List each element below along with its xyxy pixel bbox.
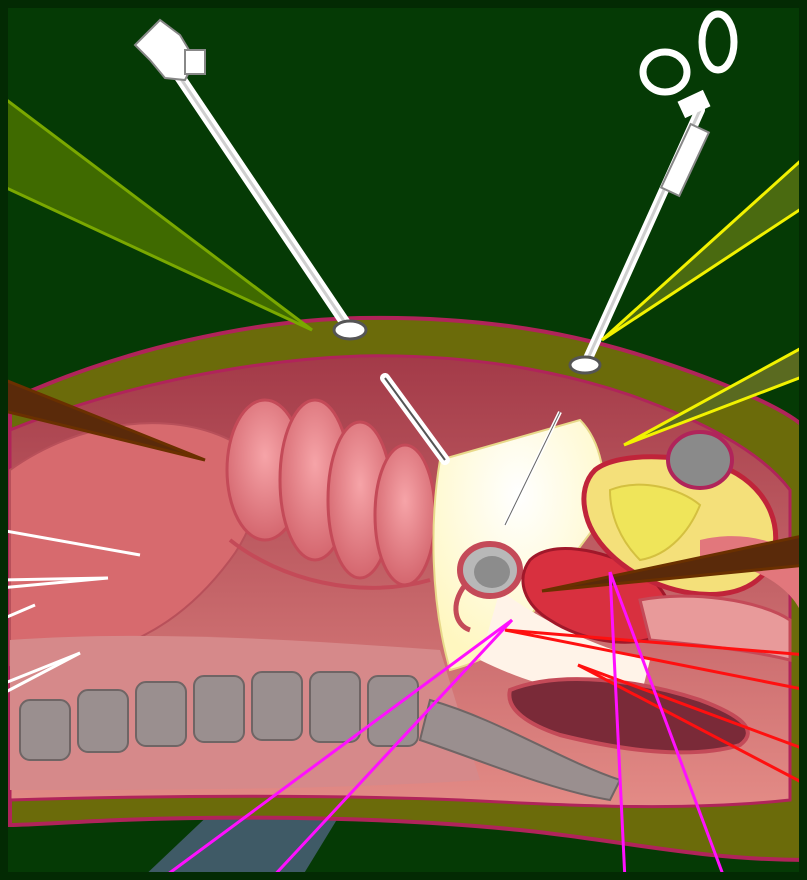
pubic-bone [668,432,732,488]
ovary-inner [474,556,510,588]
